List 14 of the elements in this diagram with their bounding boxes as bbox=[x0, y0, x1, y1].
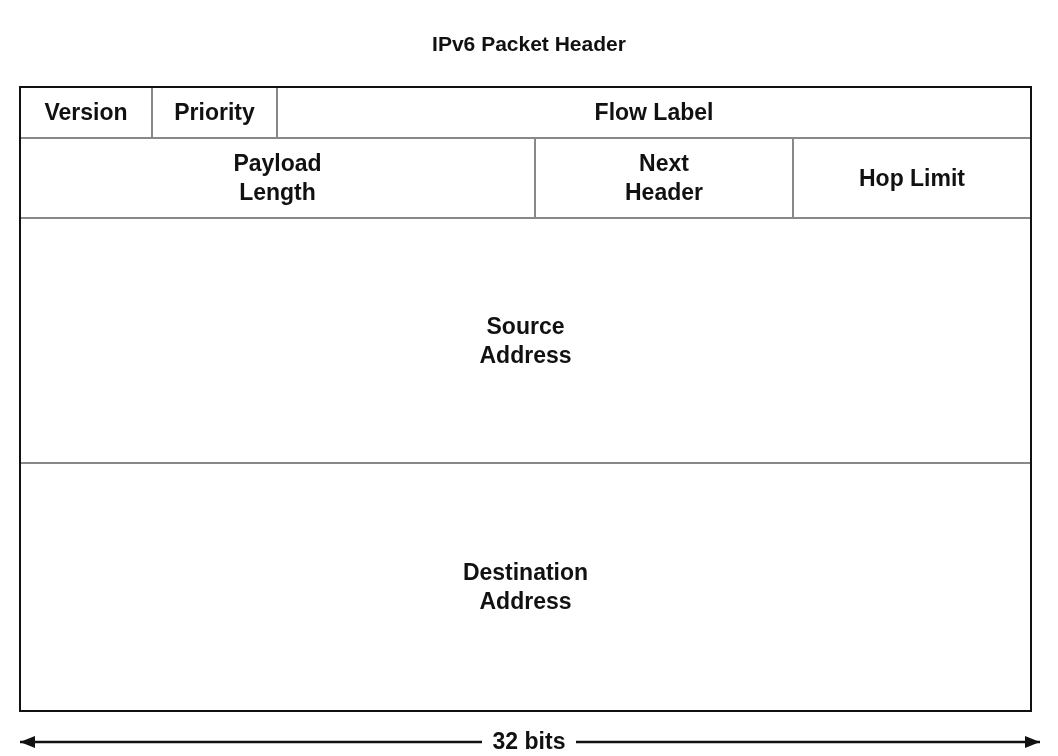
field-name: Payload Length bbox=[232, 149, 323, 207]
field-name: Source Address bbox=[478, 311, 573, 370]
field-name: Hop Limit bbox=[858, 163, 965, 193]
field-name: Destination Address bbox=[461, 558, 590, 616]
diagram-title: IPv6 Packet Header bbox=[431, 32, 627, 56]
field-name: Priority bbox=[174, 98, 255, 127]
field-name: Version bbox=[44, 98, 128, 127]
header-field-cell bbox=[21, 139, 536, 219]
header-field-cell bbox=[153, 88, 278, 139]
header-field-cell bbox=[21, 88, 153, 139]
field-name: Next Header bbox=[624, 149, 704, 207]
dimension-label: 32 bits bbox=[491, 728, 567, 754]
header-field-cell bbox=[536, 139, 794, 219]
field-name: Flow Label bbox=[594, 98, 714, 127]
